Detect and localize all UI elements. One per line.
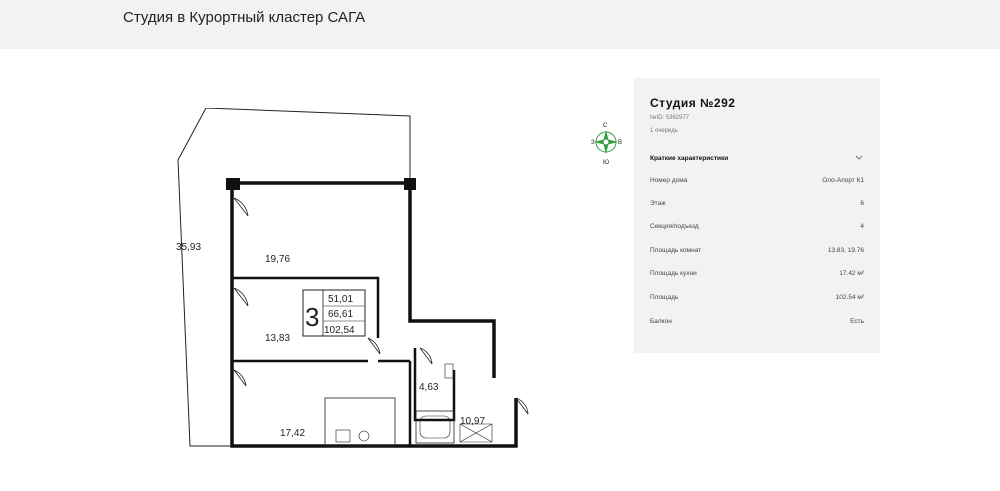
room-badge: 3 51,01 66,61 102,54 [302,289,366,337]
apartment-id: №ID: 5362977 [650,115,690,121]
info-panel: Студия №292 №ID: 5362977 1 очередь Кратк… [634,78,880,353]
interior-wall [232,276,380,338]
area-room-top: 19,76 [265,254,290,265]
kitchen-counter [324,397,396,447]
row-label: Площадь [650,294,679,301]
compass-west: З [591,140,595,146]
characteristics-toggle[interactable]: Краткие характеристики [650,155,729,162]
door-swing [419,347,433,365]
row-value: 6 [860,200,864,207]
row-label: Балкон [650,318,672,325]
page-header: Студия в Курортный кластер САГА [0,0,1000,49]
door-swing [233,197,249,217]
pillar [226,178,240,190]
compass-east: В [618,140,622,146]
badge-total: 102,54 [324,325,355,336]
row-rooms-area: Площадь комнат 13.83, 19.76 [650,247,864,259]
area-bathroom: 4,63 [419,382,439,393]
row-total-area: Площадь 102.54 м² [650,294,864,306]
apartment-queue: 1 очередь [650,128,678,134]
door-swing [233,369,247,387]
bathtub-inner [419,415,451,439]
door-swing [515,397,529,415]
badge-rooms: 3 [305,302,319,332]
shaft [459,423,493,443]
toilet [444,363,454,379]
row-value: 4 [860,223,864,230]
kitchen-stove [358,430,370,442]
door-swing [233,287,249,307]
area-room-middle: 13,83 [265,333,290,344]
area-hall: 10,97 [460,416,485,427]
row-value: 13.83, 19.76 [827,247,864,254]
floor-plan: 35,93 19,76 13,83 17,42 4,63 10,97 3 51,… [176,108,529,448]
compass-north: С [603,123,608,129]
row-value: Есть [850,318,864,325]
outer-wall [232,181,496,378]
row-value: 102.54 м² [835,294,864,301]
row-balcony: Балкон Есть [650,318,864,330]
row-section: Секция/подъезд 4 [650,223,864,235]
row-label: Этаж [650,200,666,207]
door-swing [367,337,381,355]
row-label: Площадь кухни [650,270,697,277]
page-title: Студия в Курортный кластер САГА [123,9,366,26]
badge-usable: 66,61 [328,309,353,320]
area-kitchen: 17,42 [280,428,305,439]
kitchen-sink [335,429,351,443]
row-floor: Этаж 6 [650,200,864,212]
row-label: Секция/подъезд [650,223,699,230]
bathtub [415,410,455,444]
row-kitchen-area: Площадь кухни 17.42 м² [650,270,864,282]
row-value: 17.42 м² [839,270,864,277]
row-label: Номер дома [650,177,688,184]
left-wall [230,183,518,448]
chevron-down-icon[interactable] [854,154,864,162]
pillar [404,178,416,190]
interior-wall [413,348,456,422]
compass-icon: С З В Ю [591,123,622,166]
badge-living: 51,01 [328,294,353,305]
apartment-title: Студия №292 [650,96,736,110]
row-house-number: Номер дома Оло-Апорт К1 [650,177,864,189]
compass-south: Ю [603,160,609,166]
row-label: Площадь комнат [650,247,702,254]
area-terrace: 35,93 [176,242,201,253]
row-value: Оло-Апорт К1 [822,177,864,184]
